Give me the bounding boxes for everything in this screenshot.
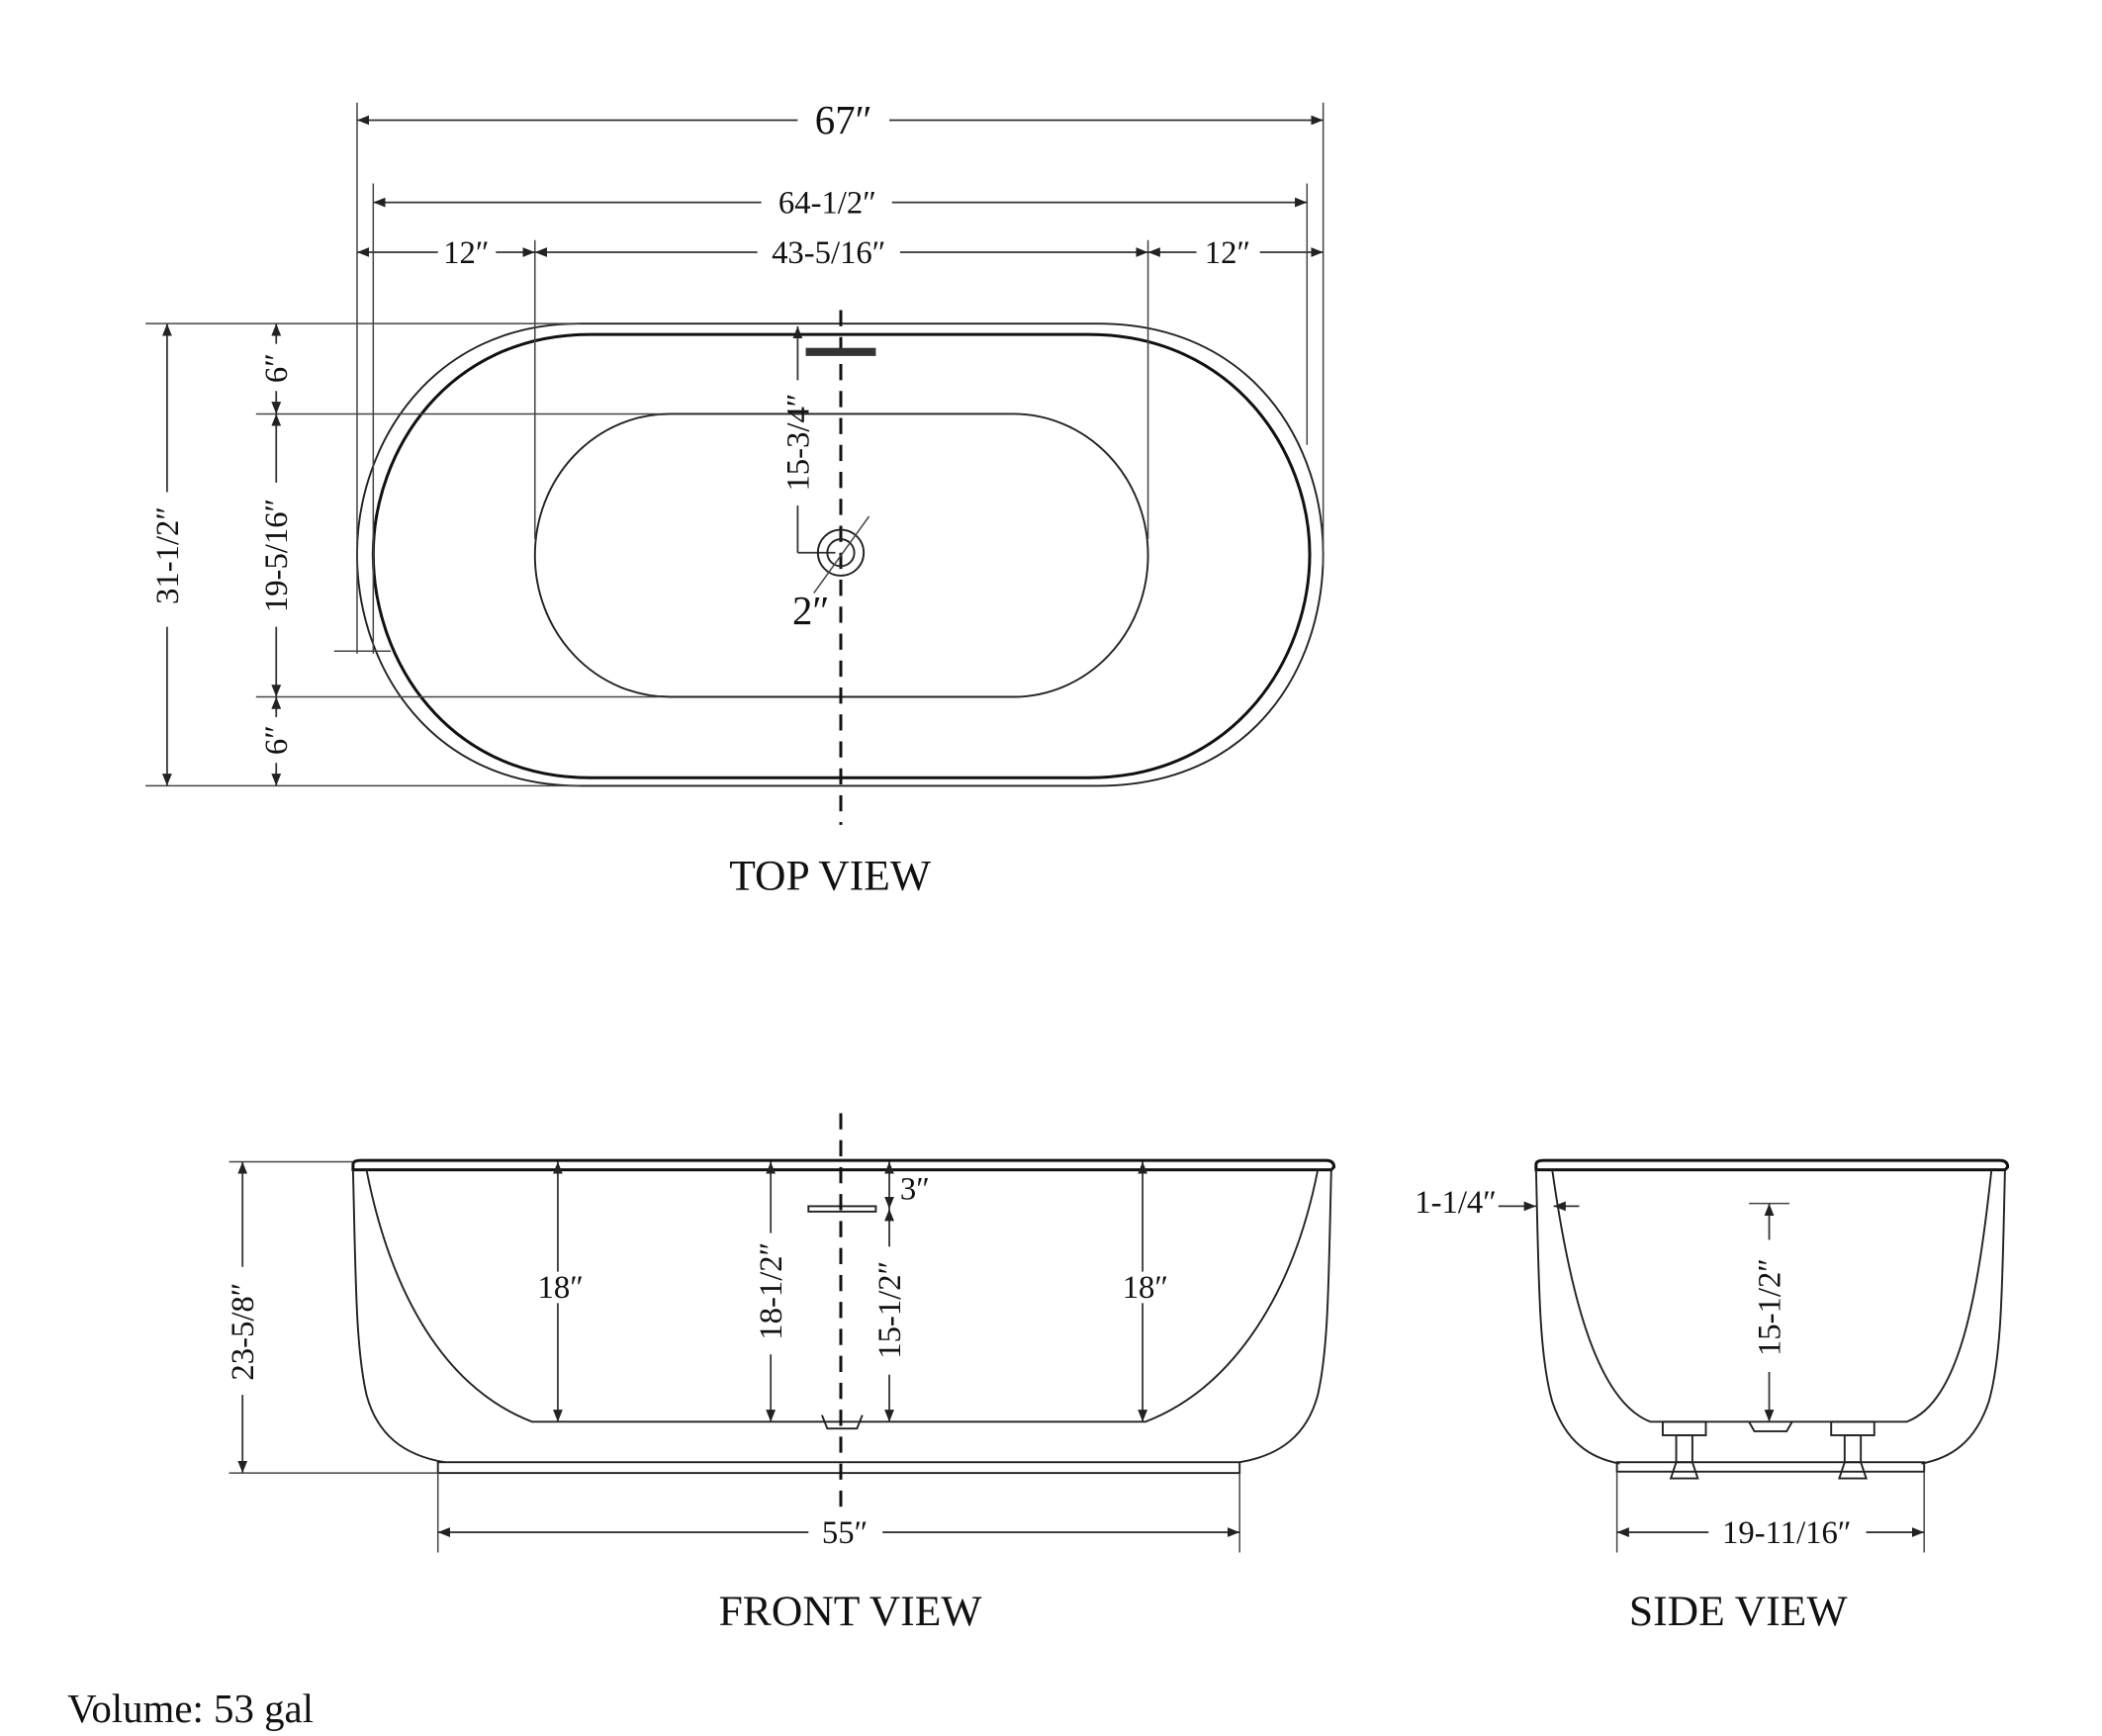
foot-left [1661, 1420, 1707, 1480]
top-view: 67″ 64-1/2″ 12″ 43-5/16″ 12″ 31-1/2″ 6″ … [145, 98, 1325, 899]
side-view-title: SIDE VIEW [1629, 1588, 1849, 1635]
front-base [436, 1461, 1241, 1475]
dim-water-depth: 15-1/2″ [1752, 1258, 1787, 1356]
dim-overall-height: 23-5/8″ [226, 1283, 261, 1381]
front-rim [351, 1158, 1336, 1172]
side-outer-body [1534, 1169, 2006, 1465]
dim-right-end: 12″ [1205, 235, 1250, 271]
dim-left-end: 12″ [443, 235, 489, 271]
foot-right [1830, 1420, 1875, 1480]
side-base [1615, 1461, 1926, 1473]
front-outer-body [351, 1169, 1332, 1464]
volume-label: Volume: 53 gal [67, 1687, 314, 1731]
dim-drain-size: 2″ [792, 589, 829, 633]
front-inner-basin [365, 1169, 1320, 1423]
dim-rim-thickness: 1-1/4″ [1415, 1185, 1497, 1221]
tub-rim-outline [371, 332, 1312, 779]
top-view-title: TOP VIEW [729, 852, 932, 899]
dim-bottom-rim: 6″ [259, 725, 295, 755]
dim-overall-length: 67″ [815, 98, 872, 142]
front-drain [821, 1415, 864, 1430]
overflow-icon [805, 347, 876, 356]
dim-top-rim: 6″ [259, 353, 295, 383]
front-view-title: FRONT VIEW [719, 1588, 983, 1635]
side-inner-basin [1551, 1169, 1993, 1423]
side-drain [1748, 1420, 1793, 1432]
dim-basin-length: 43-5/16″ [772, 235, 885, 271]
drain-leader [813, 515, 870, 594]
tub-outer-outline [356, 322, 1325, 787]
dim-center-depth: 18-1/2″ [754, 1242, 789, 1340]
dim-overall-width: 31-1/2″ [150, 506, 186, 604]
dim-base-width: 19-11/16″ [1722, 1515, 1851, 1551]
drain-icon [816, 528, 866, 577]
dim-base-length: 55″ [822, 1515, 868, 1551]
side-view: 1-1/4″ 15-1/2″ 19-11/16″ SIDE VIEW [1415, 1158, 2010, 1635]
dim-rim-length: 64-1/2″ [778, 185, 876, 221]
dim-overflow-to-drain: 15-3/4″ [780, 394, 816, 492]
dim-overflow-height: 15-1/2″ [872, 1261, 908, 1359]
dim-left-depth: 18″ [538, 1270, 584, 1306]
dim-overflow-from-rim: 3″ [900, 1172, 930, 1208]
side-rim [1534, 1158, 2010, 1172]
dim-right-depth: 18″ [1123, 1270, 1168, 1306]
drain-inner [826, 538, 856, 568]
front-view: 23-5/8″ 18″ 18-1/2″ 3″ 15-1/2″ 18″ 55″ F… [226, 1113, 1336, 1635]
dim-basin-width: 19-5/16″ [259, 499, 295, 612]
